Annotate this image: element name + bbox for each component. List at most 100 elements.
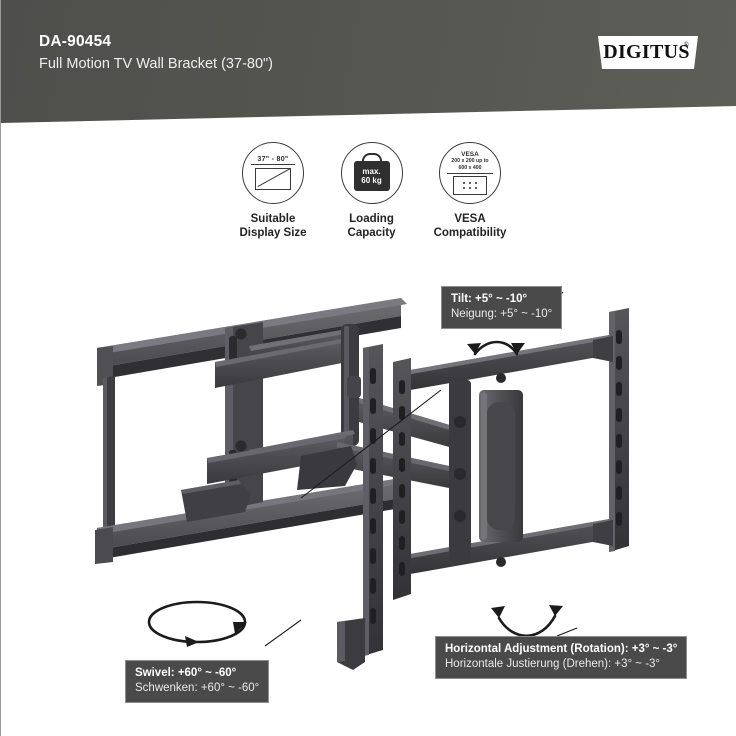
- rail-hole: [616, 408, 622, 422]
- rail-hole: [616, 434, 622, 448]
- vesa-range-line1: 200 x 200 up to: [451, 158, 489, 164]
- callout-tilt-de: Neigung: +5° ~ -10°: [451, 308, 553, 320]
- feature-icon-row: 37" - 80" Suitable Display Size max. 60 …: [229, 142, 514, 240]
- frame-corner-gusset: [593, 520, 613, 546]
- extension-arm-joint: [297, 446, 357, 490]
- tv-rail-hole-group: [616, 330, 622, 526]
- rail-hole: [399, 536, 405, 550]
- callout-horizontal-de: Horizontale Justierung (Drehen): +3° ~ -…: [445, 658, 661, 670]
- rail-hole: [370, 608, 376, 624]
- screen-shape-icon: [255, 168, 291, 190]
- frame-corner-gusset: [593, 336, 613, 362]
- tilt-arrowhead: [511, 343, 525, 354]
- swivel-arrowhead: [185, 636, 199, 647]
- screen-shape-icon: [453, 176, 487, 195]
- vesa-icon: VESA 200 x 200 up to 600 x 400: [439, 142, 501, 204]
- feature-vesa-compatibility: VESA 200 x 200 up to 600 x 400 VESA Comp…: [426, 142, 514, 240]
- wall-plate-corner-cap: [97, 346, 113, 386]
- rotation-arrowhead: [491, 606, 505, 618]
- feature-caption-line1: Suitable: [250, 213, 296, 225]
- arm-elbow-highlight: [344, 326, 349, 444]
- header-title-block: DA-90454 Full Motion TV Wall Bracket (37…: [39, 32, 273, 75]
- mount-hole-dot: [463, 187, 465, 189]
- rail-hole: [370, 428, 376, 444]
- rail-hole: [370, 548, 376, 564]
- feature-caption: VESA Compatibility: [434, 212, 507, 240]
- tilt-housing-inset: [487, 402, 515, 530]
- callout-swivel: Swivel: +60° ~ -60° Schwenken: +60° ~ -6…: [125, 660, 270, 703]
- pivot-bolt: [454, 510, 466, 522]
- feature-caption-line1: VESA: [454, 213, 486, 225]
- rail-hole: [616, 460, 622, 474]
- upper-arm-segment-b: [215, 338, 347, 388]
- product-illustration: [95, 291, 629, 670]
- rail-hole: [399, 432, 405, 446]
- wall-plate-left-post-highlight: [103, 377, 107, 542]
- rail-knob: [347, 376, 361, 398]
- loading-capacity-icon: max. 60 kg: [340, 142, 403, 204]
- mount-hole-dot: [475, 187, 477, 189]
- logo-wordmark: DIGITUS: [603, 41, 690, 63]
- hinge-pivot: [235, 328, 247, 340]
- pivot-bolt: [454, 468, 466, 480]
- display-size-range-label: 37" - 80": [257, 156, 289, 163]
- rail-hole: [399, 510, 405, 524]
- rail-hole: [370, 368, 376, 384]
- leader-line-horizontal: [556, 627, 578, 637]
- vesa-title-label: VESA: [461, 151, 479, 158]
- divider: [447, 173, 493, 174]
- lower-arm-assembly: [181, 430, 355, 522]
- display-size-icon: 37" - 80": [242, 142, 304, 204]
- rail-hole: [370, 398, 376, 414]
- feature-caption-line2: Capacity: [347, 227, 396, 239]
- rotation-arrowhead: [549, 605, 563, 616]
- tv-frame-upper-bar: [399, 334, 615, 392]
- tilt-housing-highlight: [481, 392, 487, 540]
- motion-arrow-group: [473, 340, 557, 638]
- callout-swivel-de: Schwenken: +60° ~ -60°: [135, 682, 260, 694]
- rail-hole: [370, 518, 376, 534]
- swivel-arrow-ellipse: [147, 600, 247, 644]
- upper-arm-highlight: [249, 328, 355, 351]
- feature-loading-capacity: max. 60 kg Loading Capacity: [328, 142, 416, 240]
- tv-frame-right-highlight: [609, 311, 615, 552]
- divider: [251, 164, 295, 165]
- callout-swivel-en: Swivel: +60° ~ -60°: [135, 667, 237, 679]
- tilt-arrow-path: [473, 340, 519, 356]
- mount-hole-dot: [469, 182, 471, 184]
- tv-left-rail-hole-group: [399, 380, 405, 576]
- digitus-logo: DIGITUS ®: [598, 36, 698, 69]
- product-title: Full Motion TV Wall Bracket (37-80"): [39, 56, 273, 72]
- tv-frame-upper-highlight: [399, 334, 616, 376]
- wall-rail-hole-group: [370, 368, 376, 624]
- rotation-arrow-path: [497, 614, 557, 638]
- tilt-arrowhead: [467, 343, 481, 354]
- tv-frame-left-rail: [393, 358, 411, 600]
- callout-horizontal-en: Horizontal Adjustment (Rotation): +3° ~ …: [445, 643, 678, 655]
- mount-hole-dot: [463, 182, 465, 184]
- feature-caption-line2: Compatibility: [433, 227, 507, 239]
- wall-plate-bottom-shadow: [97, 498, 401, 560]
- capacity-max-label: max.: [362, 166, 381, 176]
- mount-hole-dot: [469, 187, 471, 189]
- rail-hole: [399, 484, 405, 498]
- rail-hole: [399, 458, 405, 472]
- swivel-arrowhead: [233, 622, 247, 634]
- rail-hole: [370, 488, 376, 504]
- hinge-pivot: [235, 440, 247, 452]
- vesa-range-line2: 600 x 400: [458, 164, 482, 171]
- wall-rail-highlight: [363, 347, 369, 656]
- frame-bolt: [496, 373, 506, 383]
- rail-hole: [370, 458, 376, 474]
- wall-plate-bottom-highlight: [97, 478, 405, 534]
- rail-hole: [399, 380, 405, 394]
- callout-horizontal: Horizontal Adjustment (Rotation): +3° ~ …: [435, 636, 688, 679]
- rail-hole: [616, 486, 622, 500]
- weight-bag-icon: max. 60 kg: [353, 160, 390, 191]
- rail-hole: [370, 578, 376, 594]
- rail-hole: [616, 382, 622, 396]
- swivel-arrow-group: [147, 600, 247, 647]
- upper-arm-highlight: [215, 338, 348, 367]
- rail-hole: [616, 330, 622, 344]
- rail-hole: [616, 356, 622, 370]
